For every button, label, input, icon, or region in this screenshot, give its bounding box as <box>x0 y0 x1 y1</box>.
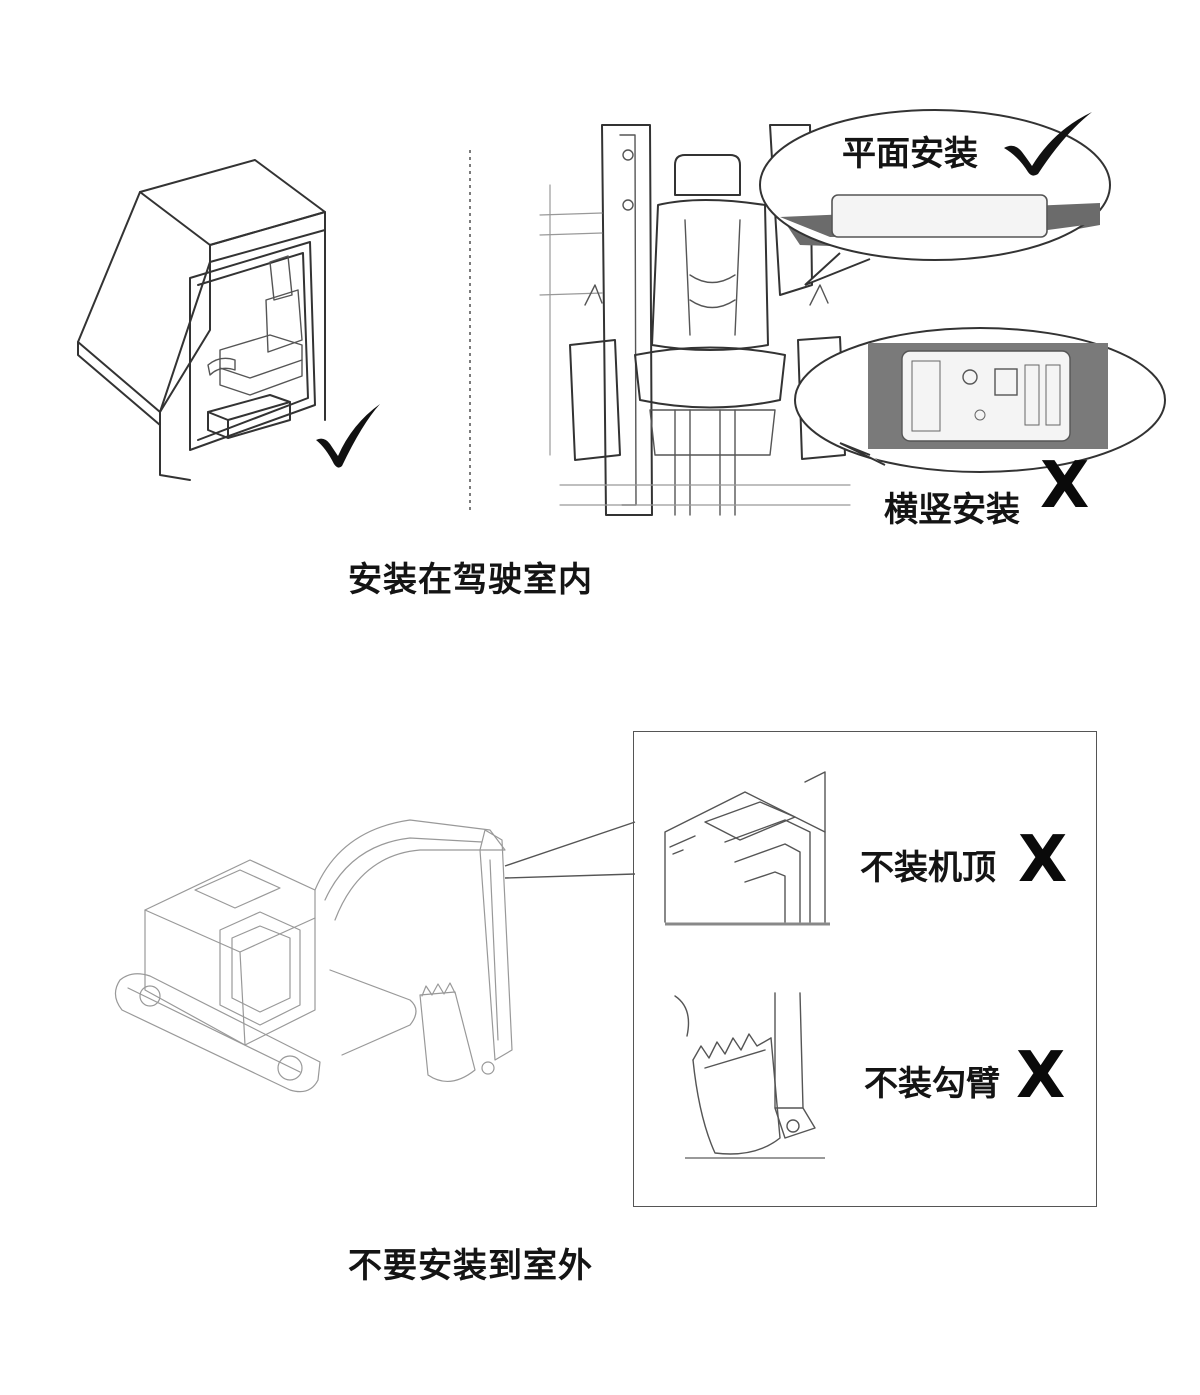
vertical-install-label: 横竖安装 <box>884 490 1020 530</box>
no-roof-x-icon: X <box>1018 823 1068 897</box>
vertical-install-x-icon: X <box>1040 449 1090 523</box>
check-mark-icon <box>316 404 380 468</box>
vertical-divider <box>469 150 471 510</box>
bucket-detail-illustration <box>674 992 825 1159</box>
no-arm-label: 不装勾臂 <box>864 1064 1000 1104</box>
callout-connector <box>504 821 636 879</box>
no-arm-x-icon: X <box>1016 1039 1066 1113</box>
top-caption: 安装在驾驶室内 <box>348 560 593 600</box>
outdoor-callout-box <box>633 731 1097 1207</box>
flat-install-check-icon <box>1004 112 1092 176</box>
roof-detail-illustration <box>664 771 830 926</box>
cab-interior-illustration <box>539 109 1166 516</box>
flat-install-label: 平面安装 <box>842 134 978 174</box>
cab-illustration <box>77 159 326 481</box>
excavator-illustration <box>114 819 513 1093</box>
no-roof-label: 不装机顶 <box>860 848 996 888</box>
bottom-caption: 不要安装到室外 <box>348 1246 593 1286</box>
